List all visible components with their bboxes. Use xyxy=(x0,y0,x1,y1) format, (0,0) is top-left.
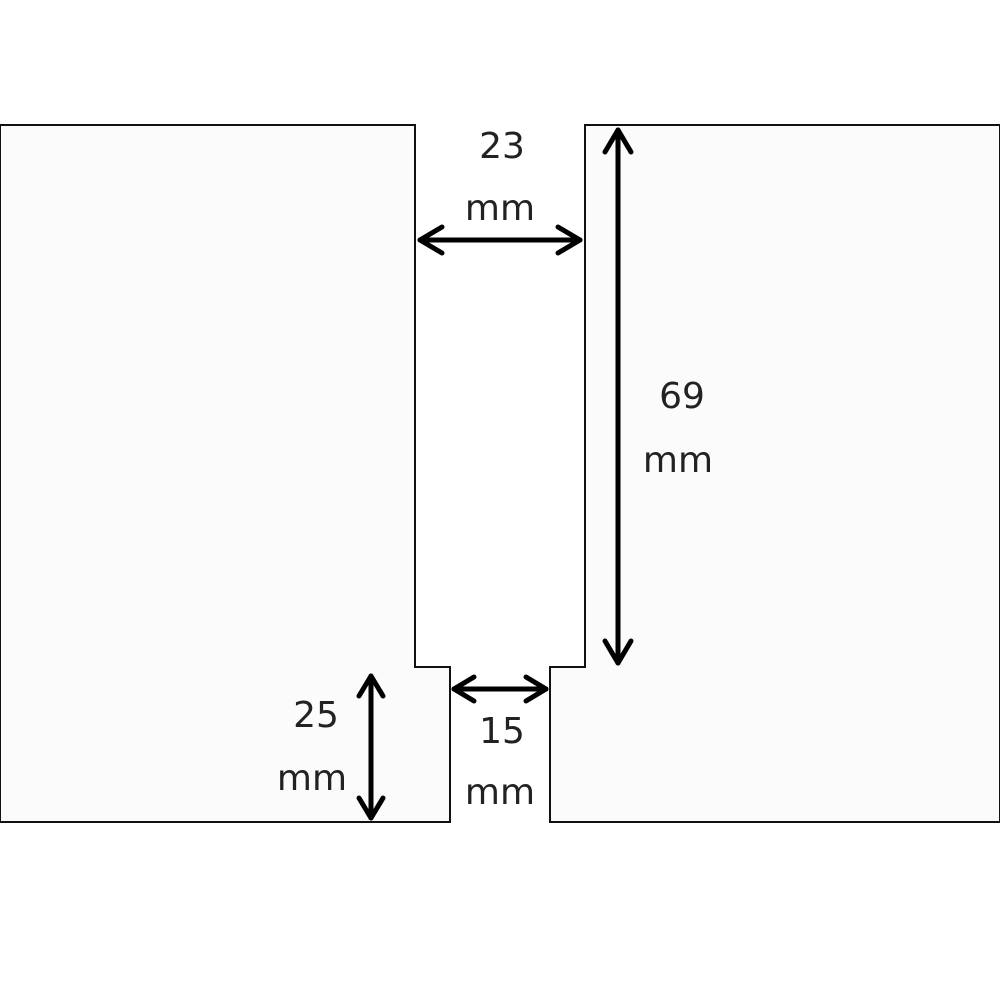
depth-value: 69 xyxy=(659,376,705,417)
bottom-height-arrow xyxy=(356,673,386,821)
bottom-height-value: 25 xyxy=(293,695,339,736)
bottom-height-unit: mm xyxy=(277,758,347,799)
top-width-unit: mm xyxy=(465,188,535,229)
depth-arrow xyxy=(602,127,634,666)
bottom-width-value: 15 xyxy=(479,711,525,752)
top-width-arrow xyxy=(417,224,583,256)
bottom-width-unit: mm xyxy=(465,772,535,813)
depth-unit: mm xyxy=(643,440,713,481)
right-board xyxy=(549,124,1000,823)
top-width-value: 23 xyxy=(479,126,525,167)
left-board xyxy=(0,124,451,823)
bottom-width-arrow xyxy=(451,674,549,704)
